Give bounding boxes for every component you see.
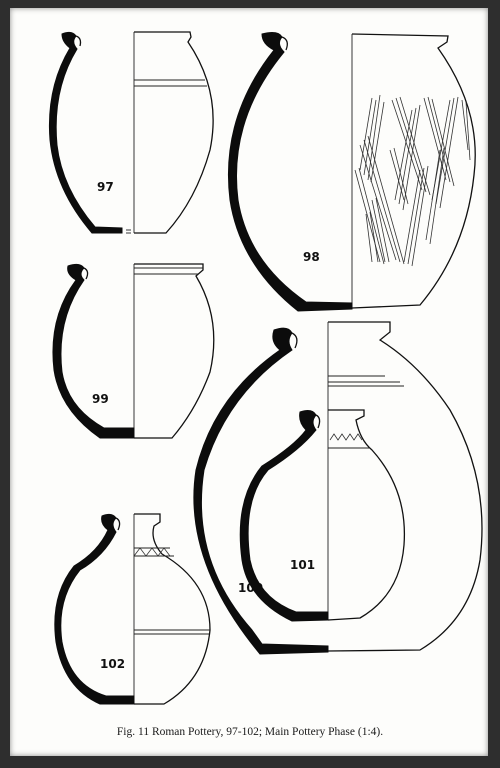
- figure-caption: Fig. 11 Roman Pottery, 97-102; Main Pott…: [116, 726, 384, 738]
- vessel-102: 102: [54, 513, 211, 705]
- label-102: 102: [100, 657, 125, 671]
- vessel-99: 99: [52, 263, 215, 439]
- label-97: 97: [97, 180, 114, 194]
- vessel-97: 97: [48, 31, 214, 234]
- label-98: 98: [303, 250, 320, 264]
- vessel-100: 100: [193, 321, 483, 655]
- vessel-98: 98: [227, 32, 476, 312]
- label-101: 101: [290, 558, 315, 572]
- label-99: 99: [92, 392, 109, 406]
- vessel-101: 101: [239, 409, 406, 622]
